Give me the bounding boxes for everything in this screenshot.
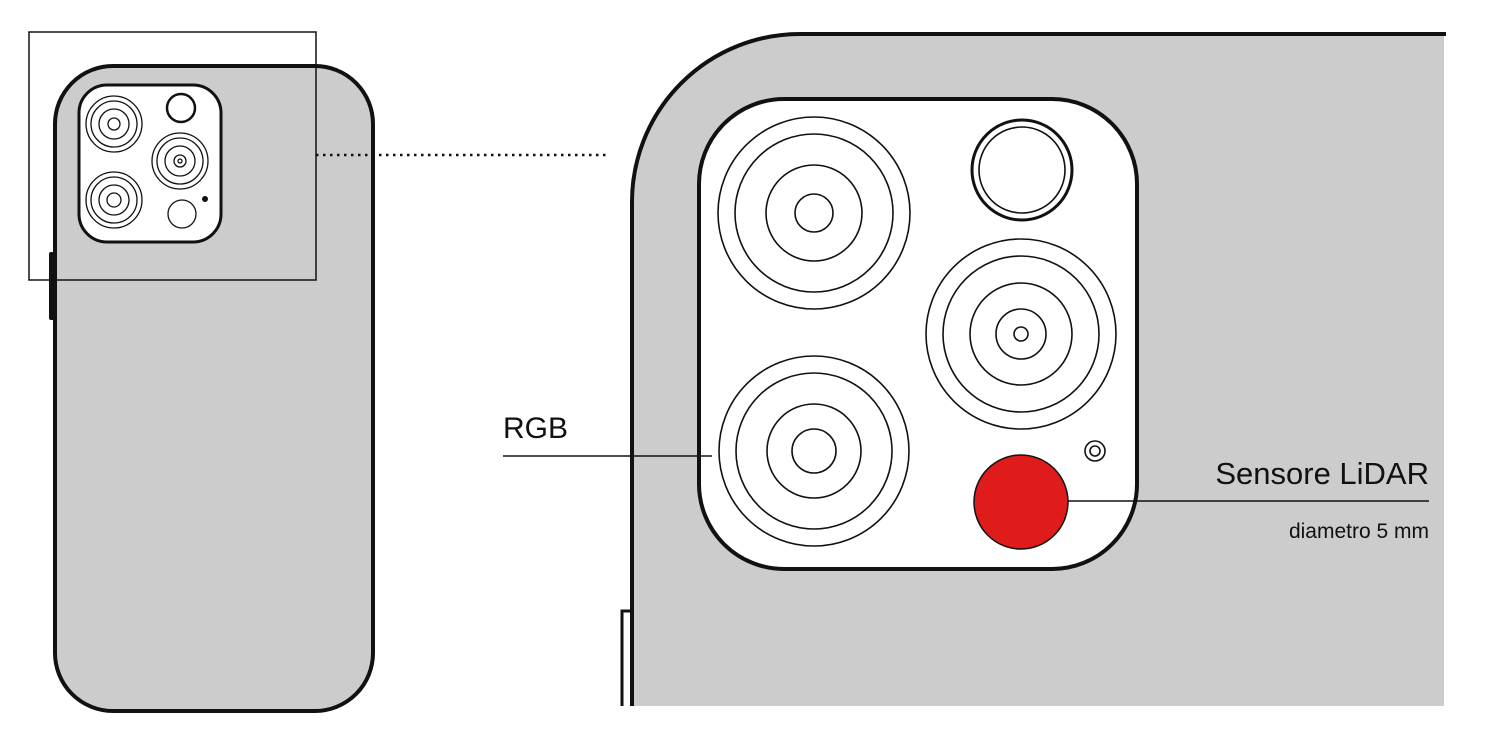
microphone-icon	[1084, 440, 1106, 462]
lidar-label: Sensore LiDAR	[1215, 456, 1429, 491]
lens-icon	[718, 355, 910, 547]
phone-detail-outline	[630, 32, 1446, 706]
lidar-sensor-icon	[973, 454, 1069, 550]
microphone-icon	[202, 196, 208, 202]
camera-module	[697, 97, 1139, 571]
rgb-callout: RGB	[503, 412, 712, 457]
phone-detail	[620, 32, 1446, 706]
lens-icon	[85, 171, 143, 229]
phone-overview	[49, 64, 375, 713]
side-button-detail	[620, 609, 632, 706]
rgb-label: RGB	[503, 412, 568, 445]
lens-icon	[717, 116, 911, 310]
lens-icon	[85, 95, 143, 153]
lens-icon	[151, 132, 209, 190]
lidar-callout: Sensore LiDAR diametro 5 mm	[1068, 456, 1429, 543]
lidar-sensor-small-icon	[167, 199, 197, 229]
flash-icon	[970, 118, 1074, 222]
lens-icon	[925, 238, 1117, 430]
flash-icon	[165, 92, 197, 124]
lidar-diameter-label: diametro 5 mm	[1289, 520, 1429, 543]
